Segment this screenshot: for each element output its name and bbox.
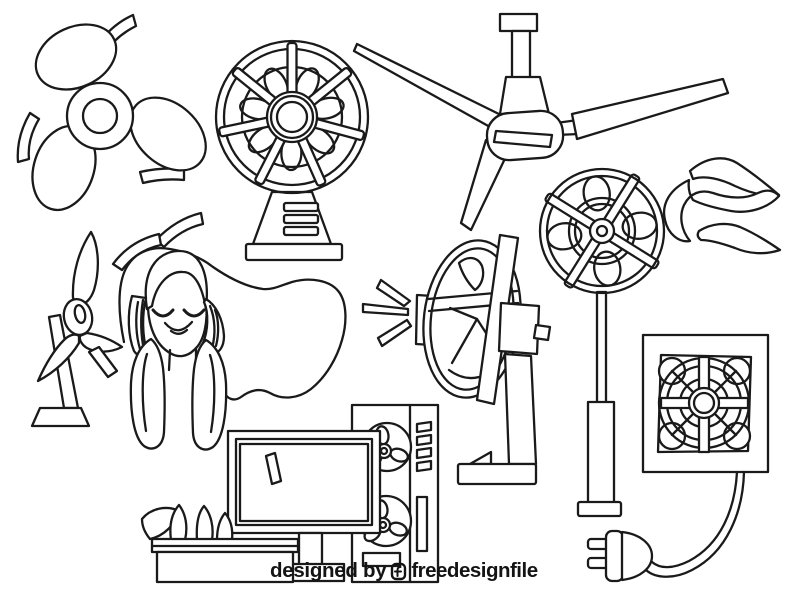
monitor-frame <box>226 429 382 535</box>
arm <box>129 337 166 450</box>
leaf <box>195 504 214 542</box>
monitor-screen <box>238 442 370 523</box>
face <box>147 271 207 353</box>
breeze-line <box>361 302 410 317</box>
pedestal-fan <box>538 167 666 518</box>
pedestal-fan-base <box>576 500 623 518</box>
plant <box>140 503 300 584</box>
watermark-brand: freedesignfile <box>411 559 538 582</box>
plug-body <box>620 530 654 582</box>
watermark-prefix: designed by <box>270 559 387 582</box>
ceiling-fan-blade <box>570 77 730 141</box>
watermark: designed by freedesignfile <box>270 559 538 583</box>
ceiling-fan-blade <box>352 42 507 134</box>
fan-base <box>456 462 538 486</box>
leaf <box>140 506 181 541</box>
propeller-hub <box>65 81 135 151</box>
ceiling-fan <box>352 12 730 232</box>
girl-in-breeze <box>111 211 347 451</box>
tilted-desk-fan <box>361 233 552 486</box>
ceiling-mount <box>498 12 539 33</box>
arm <box>191 338 228 451</box>
wind-gust <box>662 157 782 255</box>
turbine-hub <box>62 298 94 336</box>
closed-eye <box>182 308 206 318</box>
table-fan-cage <box>214 39 370 195</box>
power-cord <box>650 470 739 569</box>
power-plug <box>586 470 746 583</box>
closed-eye <box>151 308 175 318</box>
propeller-fan <box>16 13 207 212</box>
freedesignfile-logo-icon <box>390 562 407 581</box>
breeze-line <box>375 278 412 308</box>
wind-turbine <box>30 230 124 428</box>
planter-box <box>155 550 295 584</box>
exhaust-fan <box>641 333 770 474</box>
table-fan <box>214 39 370 262</box>
breeze-line <box>376 318 413 348</box>
fan-motor <box>497 301 541 356</box>
smile <box>163 320 194 332</box>
table-fan-base <box>244 242 344 262</box>
